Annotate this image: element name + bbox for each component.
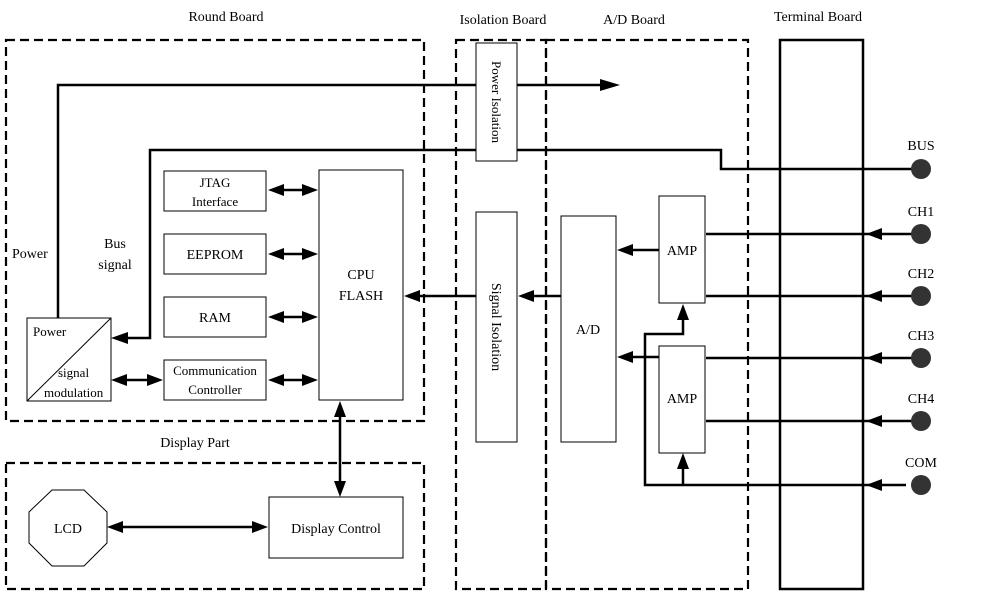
ad-board-region [544, 38, 750, 591]
ad-converter-block: A/D [560, 215, 617, 443]
svg-text:EEPROM: EEPROM [187, 248, 244, 263]
ch3-input-line [706, 352, 921, 364]
bus-terminal: BUS [907, 139, 935, 179]
amp2-to-ad-arrowhead [617, 351, 633, 363]
amp-2-block: AMP [658, 345, 706, 454]
modulation-comm-link [111, 374, 163, 386]
ch1-input-line [706, 228, 921, 240]
ch3-terminal: CH3 [908, 329, 934, 368]
ram-cpu-link [268, 311, 318, 323]
cpu-flash-block: CPU FLASH [318, 169, 404, 401]
svg-text:CH2: CH2 [908, 267, 934, 282]
cpu-display-link [334, 401, 346, 497]
power-line [56, 83, 604, 318]
jtag-cpu-link [268, 184, 318, 196]
display-part-title: Display Part [160, 436, 230, 451]
svg-text:CPU: CPU [347, 268, 374, 283]
ch2-input-line [706, 290, 921, 302]
ch1-terminal: CH1 [908, 205, 934, 244]
bus-arrowhead [111, 332, 128, 344]
round-board-region [4, 38, 426, 423]
communication-controller-block: Communication Controller [163, 359, 267, 401]
comm-cpu-link [268, 374, 318, 386]
com-common-line [643, 320, 906, 487]
ad-board-title: A/D Board [603, 13, 665, 28]
com-to-amp2-arrowhead [677, 453, 689, 469]
svg-text:COM: COM [905, 456, 937, 471]
terminal-board-title: Terminal Board [774, 10, 862, 25]
ch4-terminal: CH4 [908, 392, 934, 431]
ch2-terminal: CH2 [908, 267, 934, 306]
svg-text:JTAG: JTAG [200, 175, 231, 190]
isolation-to-cpu-arrowhead [404, 290, 420, 302]
com-to-amp1-arrowhead [677, 304, 689, 320]
svg-text:Communication: Communication [173, 363, 257, 378]
svg-text:CH1: CH1 [908, 205, 934, 220]
terminal-board [778, 38, 865, 591]
svg-text:RAM: RAM [199, 311, 231, 326]
eeprom-cpu-link [268, 248, 318, 260]
svg-text:A/D: A/D [576, 323, 600, 338]
ad-to-isolation-arrowhead [518, 290, 534, 302]
amp1-to-ad-arrowhead [617, 244, 633, 256]
svg-text:LCD: LCD [54, 522, 82, 537]
round-board-title: Round Board [188, 10, 263, 25]
isolation-board-region [454, 38, 548, 591]
lcd-block: LCD [28, 489, 108, 567]
svg-text:CH3: CH3 [908, 329, 934, 344]
com-terminal: COM [905, 456, 937, 495]
svg-text:Controller: Controller [188, 382, 242, 397]
svg-text:BUS: BUS [907, 139, 934, 154]
isolation-board-title: Isolation Board [460, 13, 547, 28]
svg-text:FLASH: FLASH [339, 289, 383, 304]
svg-text:Signal Isolation: Signal Isolation [488, 283, 503, 371]
amp-1-block: AMP [658, 195, 706, 304]
eeprom-block: EEPROM [163, 233, 267, 275]
svg-text:AMP: AMP [667, 244, 698, 259]
bus-label-line1: Bus [104, 237, 126, 252]
signal-isolation-block: Signal Isolation [475, 211, 518, 443]
svg-text:CH4: CH4 [908, 392, 934, 407]
svg-text:Power Isolation: Power Isolation [489, 61, 504, 143]
display-control-block: Display Control [268, 496, 404, 559]
svg-text:Interface: Interface [192, 194, 238, 209]
ram-block: RAM [163, 296, 267, 338]
power-arrowhead [600, 79, 620, 91]
ch4-input-line [706, 415, 921, 427]
com-input-arrowhead [866, 479, 882, 491]
bus-signal-line [126, 148, 921, 340]
power-signal-modulation-block: Power signal modulation [26, 317, 112, 402]
power-isolation-block: Power Isolation [475, 42, 518, 162]
bus-label-line2: signal [98, 258, 132, 273]
svg-text:AMP: AMP [667, 392, 698, 407]
display-part-region [4, 461, 426, 591]
psm-label-modulation: modulation [44, 385, 104, 400]
power-label: Power [12, 247, 48, 262]
jtag-interface-block: JTAG Interface [163, 170, 267, 212]
svg-text:Display Control: Display Control [291, 522, 381, 537]
psm-label-power: Power [33, 324, 67, 339]
lcd-display-link [107, 521, 268, 533]
psm-label-signal: signal [58, 365, 89, 380]
